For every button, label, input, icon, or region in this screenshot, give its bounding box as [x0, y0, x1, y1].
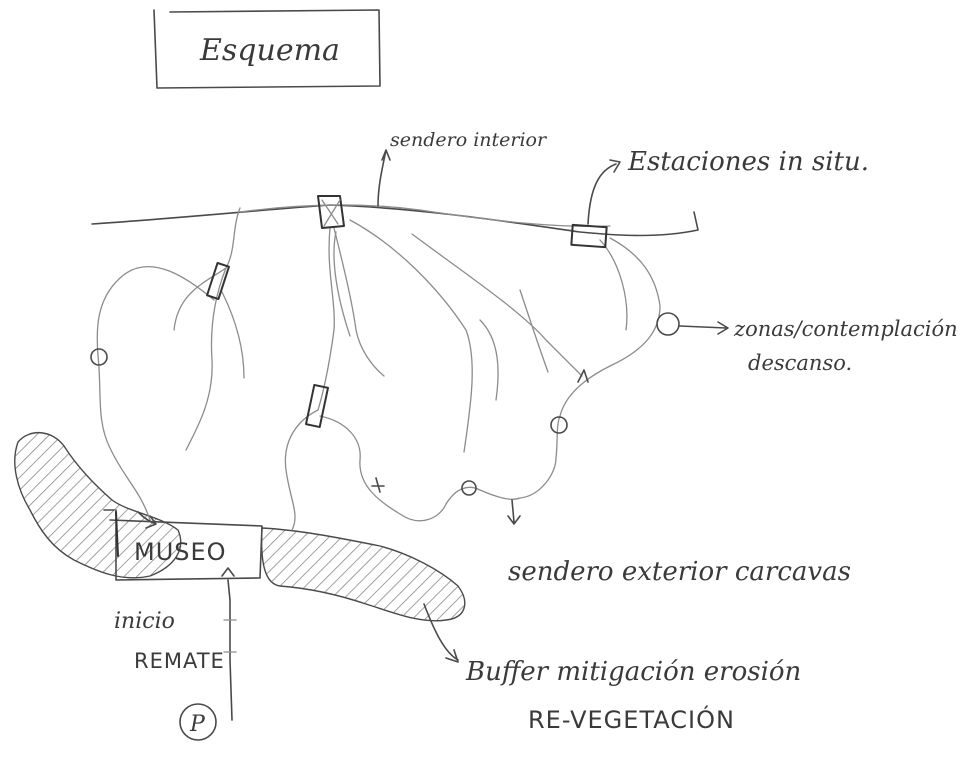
entry-path [221, 567, 235, 721]
south-connector-trail [284, 409, 319, 531]
station-marker-3 [206, 261, 230, 301]
inicio-label: inicio [114, 609, 175, 634]
entry-path-tick [223, 619, 237, 653]
rest-zone-marker-1 [90, 348, 108, 366]
sendero-exterior-label: sendero exterior carcavas [508, 557, 851, 587]
zonas-arrow [679, 321, 729, 335]
estaciones-label: Estaciones in situ. [627, 147, 869, 177]
zonas-label-line1: zonas/contemplación [733, 317, 958, 341]
museum-box: MUSEO [103, 509, 263, 581]
estaciones-arrow [587, 159, 621, 225]
parking-circle [179, 703, 217, 741]
top-path-line-2 [239, 204, 611, 228]
rest-zone-marker-4 [656, 312, 680, 336]
exterior-trail [319, 237, 661, 522]
trail-tick-1 [371, 477, 385, 493]
buffer-zone-west [14, 432, 182, 579]
zonas-label-line2: descanso. [748, 351, 852, 375]
buffer-label-line1: Buffer mitigación erosión [465, 657, 801, 687]
interior-trails [173, 207, 628, 453]
buffer-zone-east [260, 527, 466, 622]
remate-label: REMATE [134, 649, 225, 673]
museum-arrow [137, 511, 157, 529]
sendero-interior-text: sendero interior [390, 129, 548, 151]
buffer-label-line2: RE-VEGETACIÓN [528, 704, 735, 734]
station-marker-2 [570, 223, 608, 249]
station-marker-1 [317, 195, 345, 229]
title-text: Esquema [199, 33, 340, 68]
rest-zone-marker-2 [550, 416, 568, 434]
top-path-line [91, 204, 699, 237]
station-marker-4 [304, 383, 330, 429]
title-box: Esquema [153, 9, 381, 89]
sendero-interior-arrow [377, 149, 391, 207]
buffer-arrow [423, 603, 459, 663]
rest-zone-marker-3 [461, 480, 477, 496]
museum-label: MUSEO [134, 538, 227, 566]
trail-tick-3 [577, 369, 589, 383]
trail-tick-2 [507, 499, 521, 525]
outer-loop-trail [96, 266, 215, 521]
parking-label: P [189, 712, 206, 737]
sendero-interior-label: sendero interior [390, 129, 548, 151]
